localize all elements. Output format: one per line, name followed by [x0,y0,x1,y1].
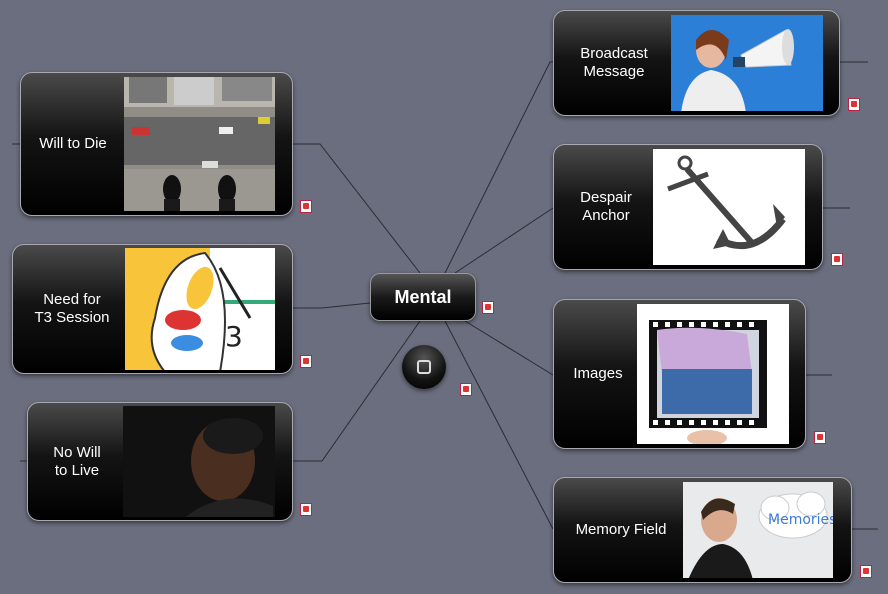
note-icon[interactable] [860,565,872,578]
topic-image-memories-cloud: Memories [683,482,833,578]
note-icon[interactable] [814,431,826,444]
topic-need-for-t3-session[interactable]: Need for T3 Session 3 [12,244,293,374]
link-anchor [454,207,554,274]
topic-label: Broadcast Message [580,45,648,80]
topic-label: No Will to Live [53,443,101,479]
link-no-will [293,320,421,462]
topic-broadcast-message[interactable]: Broadcast Message [553,10,840,116]
topic-image-sad-woman [123,406,275,517]
link-images [464,320,554,376]
link-broadcast [444,61,553,274]
note-icon[interactable] [848,98,860,111]
note-icon[interactable] [460,383,472,396]
topic-image-aerial-street [124,77,275,211]
topic-image-film-strip [637,304,789,444]
topic-label: Need for T3 Session [34,291,110,326]
topic-label: Will to Die [39,135,107,152]
topic-will-to-die[interactable]: Will to Die [20,72,293,216]
link-will-to-die [293,143,421,274]
memories-cloud-text: Memories [768,512,833,528]
svg-text:3: 3 [225,320,243,353]
topic-images[interactable]: Images [553,299,806,449]
topic-image-anchor [653,149,805,265]
link-memory [444,320,554,530]
link-need-t3 [293,302,371,309]
topic-label: Images [573,365,623,382]
note-icon[interactable] [831,253,843,266]
note-icon[interactable] [482,301,494,314]
topic-label: Despair Anchor [580,189,632,224]
topic-despair-anchor[interactable]: Despair Anchor [553,144,823,270]
topic-image-megaphone [671,15,823,111]
note-icon[interactable] [300,355,312,368]
topic-memory-field[interactable]: Memory Field Memories [553,477,852,583]
topic-no-will-to-live[interactable]: No Will to Live [27,402,293,521]
topic-image-butterfly-logo: 3 [125,248,275,370]
topic-label: Memory Field [575,521,667,538]
collapse-toggle-button[interactable] [402,345,446,389]
central-topic-label: Mental [394,286,452,307]
note-icon[interactable] [300,503,312,516]
note-icon[interactable] [300,200,312,213]
central-topic-mental[interactable]: Mental [370,273,476,321]
